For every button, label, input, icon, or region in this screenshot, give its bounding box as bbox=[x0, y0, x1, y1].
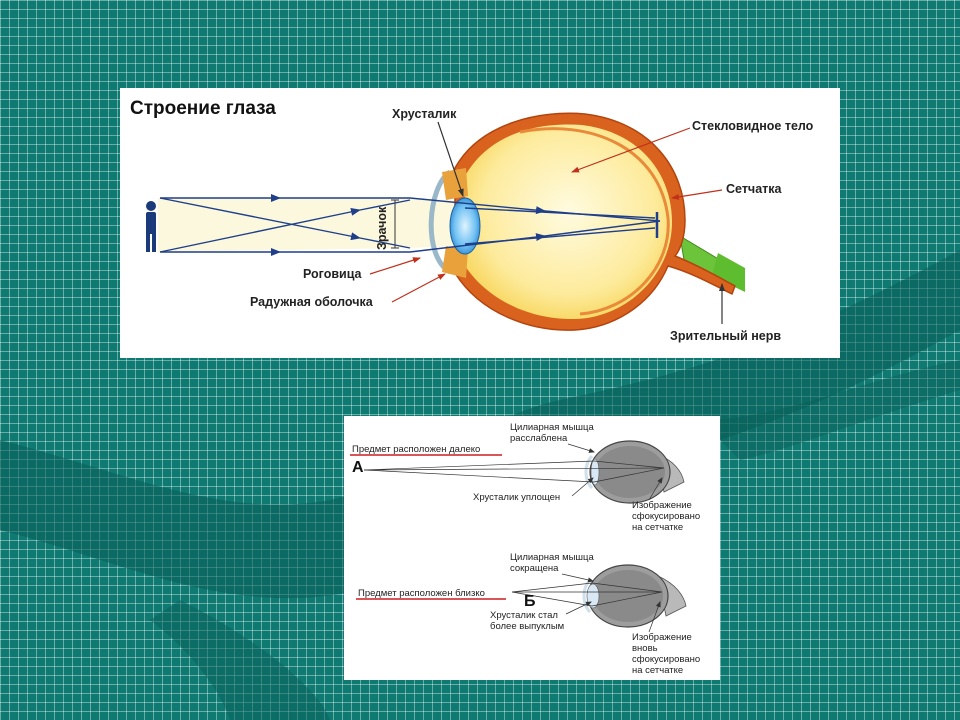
far-object-label: Предмет расположен далеко bbox=[352, 444, 480, 455]
near-image-label-4: на сетчатке bbox=[632, 665, 683, 676]
diagram-title: Строение глаза bbox=[130, 98, 276, 119]
far-letter: А bbox=[352, 459, 364, 476]
near-object-label: Предмет расположен близко bbox=[358, 588, 485, 599]
light-rays bbox=[159, 194, 661, 256]
far-image-label-3: на сетчатке bbox=[632, 522, 683, 533]
far-muscle-label-2: расслаблена bbox=[510, 433, 568, 444]
far-lens-label: Хрусталик уплощен bbox=[473, 492, 560, 503]
vitreous-body bbox=[465, 124, 672, 320]
near-lens-label: Хрусталик стал bbox=[490, 610, 558, 621]
label-retina: Сетчатка bbox=[726, 182, 783, 196]
near-lens-label-2: более выпуклым bbox=[490, 621, 564, 632]
near-muscle-label: Цилиарная мышца bbox=[510, 552, 594, 563]
label-iris: Радужная оболочка bbox=[250, 295, 374, 309]
iris-lower bbox=[442, 246, 468, 278]
near-eye bbox=[582, 564, 687, 628]
label-optic-nerve: Зрительный нерв bbox=[670, 329, 781, 343]
label-vitreous: Стекловидное тело bbox=[692, 119, 814, 133]
near-image-label: Изображение bbox=[632, 632, 692, 643]
person-icon bbox=[146, 201, 156, 252]
label-cornea: Роговица bbox=[303, 267, 363, 281]
near-image-label-2: вновь bbox=[632, 643, 658, 654]
label-pupil: Зрачок bbox=[375, 206, 389, 250]
near-muscle-label-2: сокращена bbox=[510, 563, 559, 574]
near-letter: Б bbox=[524, 593, 536, 610]
near-image-label-3: сфокусировано bbox=[632, 654, 700, 665]
far-eye bbox=[584, 440, 685, 504]
near-rays bbox=[511, 582, 663, 607]
eye-structure-panel: Строение глаза Зрачок bbox=[120, 88, 840, 358]
accommodation-panel: Предмет расположен далеко А Цилиарная мы… bbox=[344, 416, 720, 680]
far-muscle-label: Цилиарная мышца bbox=[510, 422, 594, 433]
lens bbox=[449, 197, 481, 255]
retina bbox=[519, 127, 670, 316]
far-rays bbox=[363, 460, 665, 483]
far-image-label-2: сфокусировано bbox=[632, 511, 700, 522]
label-lens: Хрусталик bbox=[392, 107, 457, 121]
far-image-label: Изображение bbox=[632, 500, 692, 511]
